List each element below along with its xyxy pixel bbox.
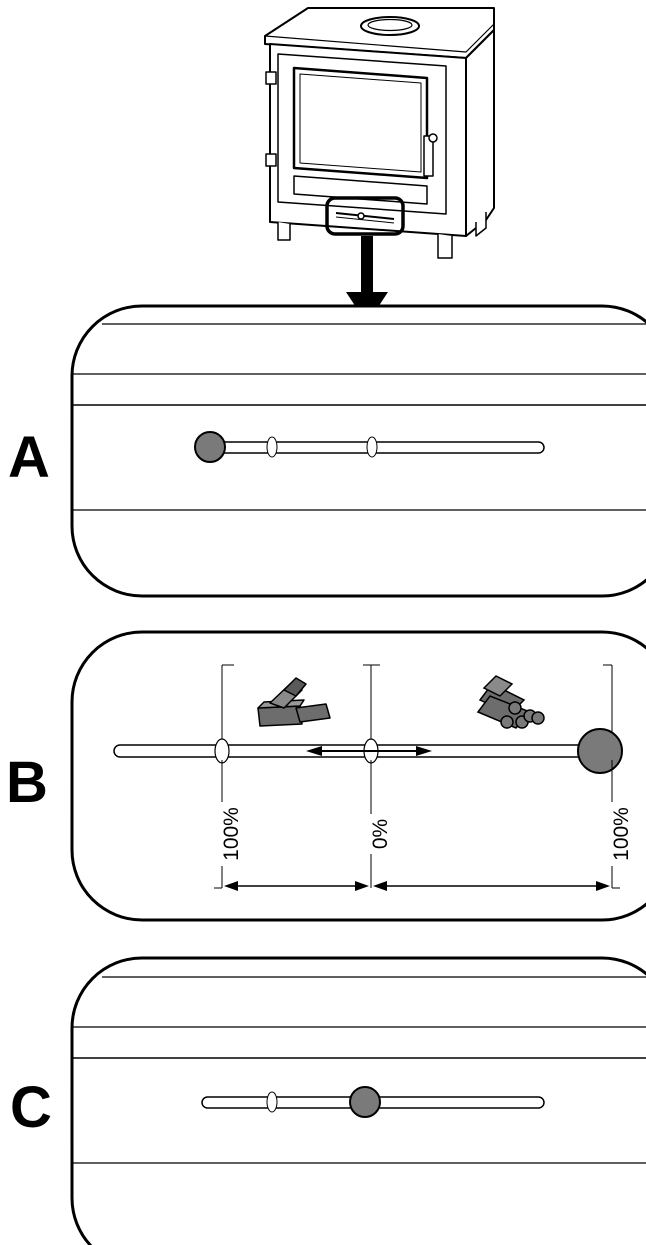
coal-icon (257, 677, 331, 727)
slider-knob-a (194, 431, 226, 463)
panel-label-b: B (6, 750, 48, 815)
slider-knob-c (349, 1086, 381, 1118)
panel-label-a: A (8, 425, 50, 490)
panel-a: A (8, 304, 646, 598)
scale-label-left: 100% (220, 807, 243, 861)
slider-knob-b (577, 728, 623, 774)
panel-b: 100% 0% 100% B (6, 630, 646, 922)
stove-icon (264, 7, 495, 259)
logs-icon (476, 675, 545, 729)
scale-label-right: 100% (610, 807, 633, 861)
panel-c: C (10, 956, 646, 1245)
scale-label-center: 0% (369, 819, 392, 849)
panel-label-c: C (10, 1075, 52, 1140)
